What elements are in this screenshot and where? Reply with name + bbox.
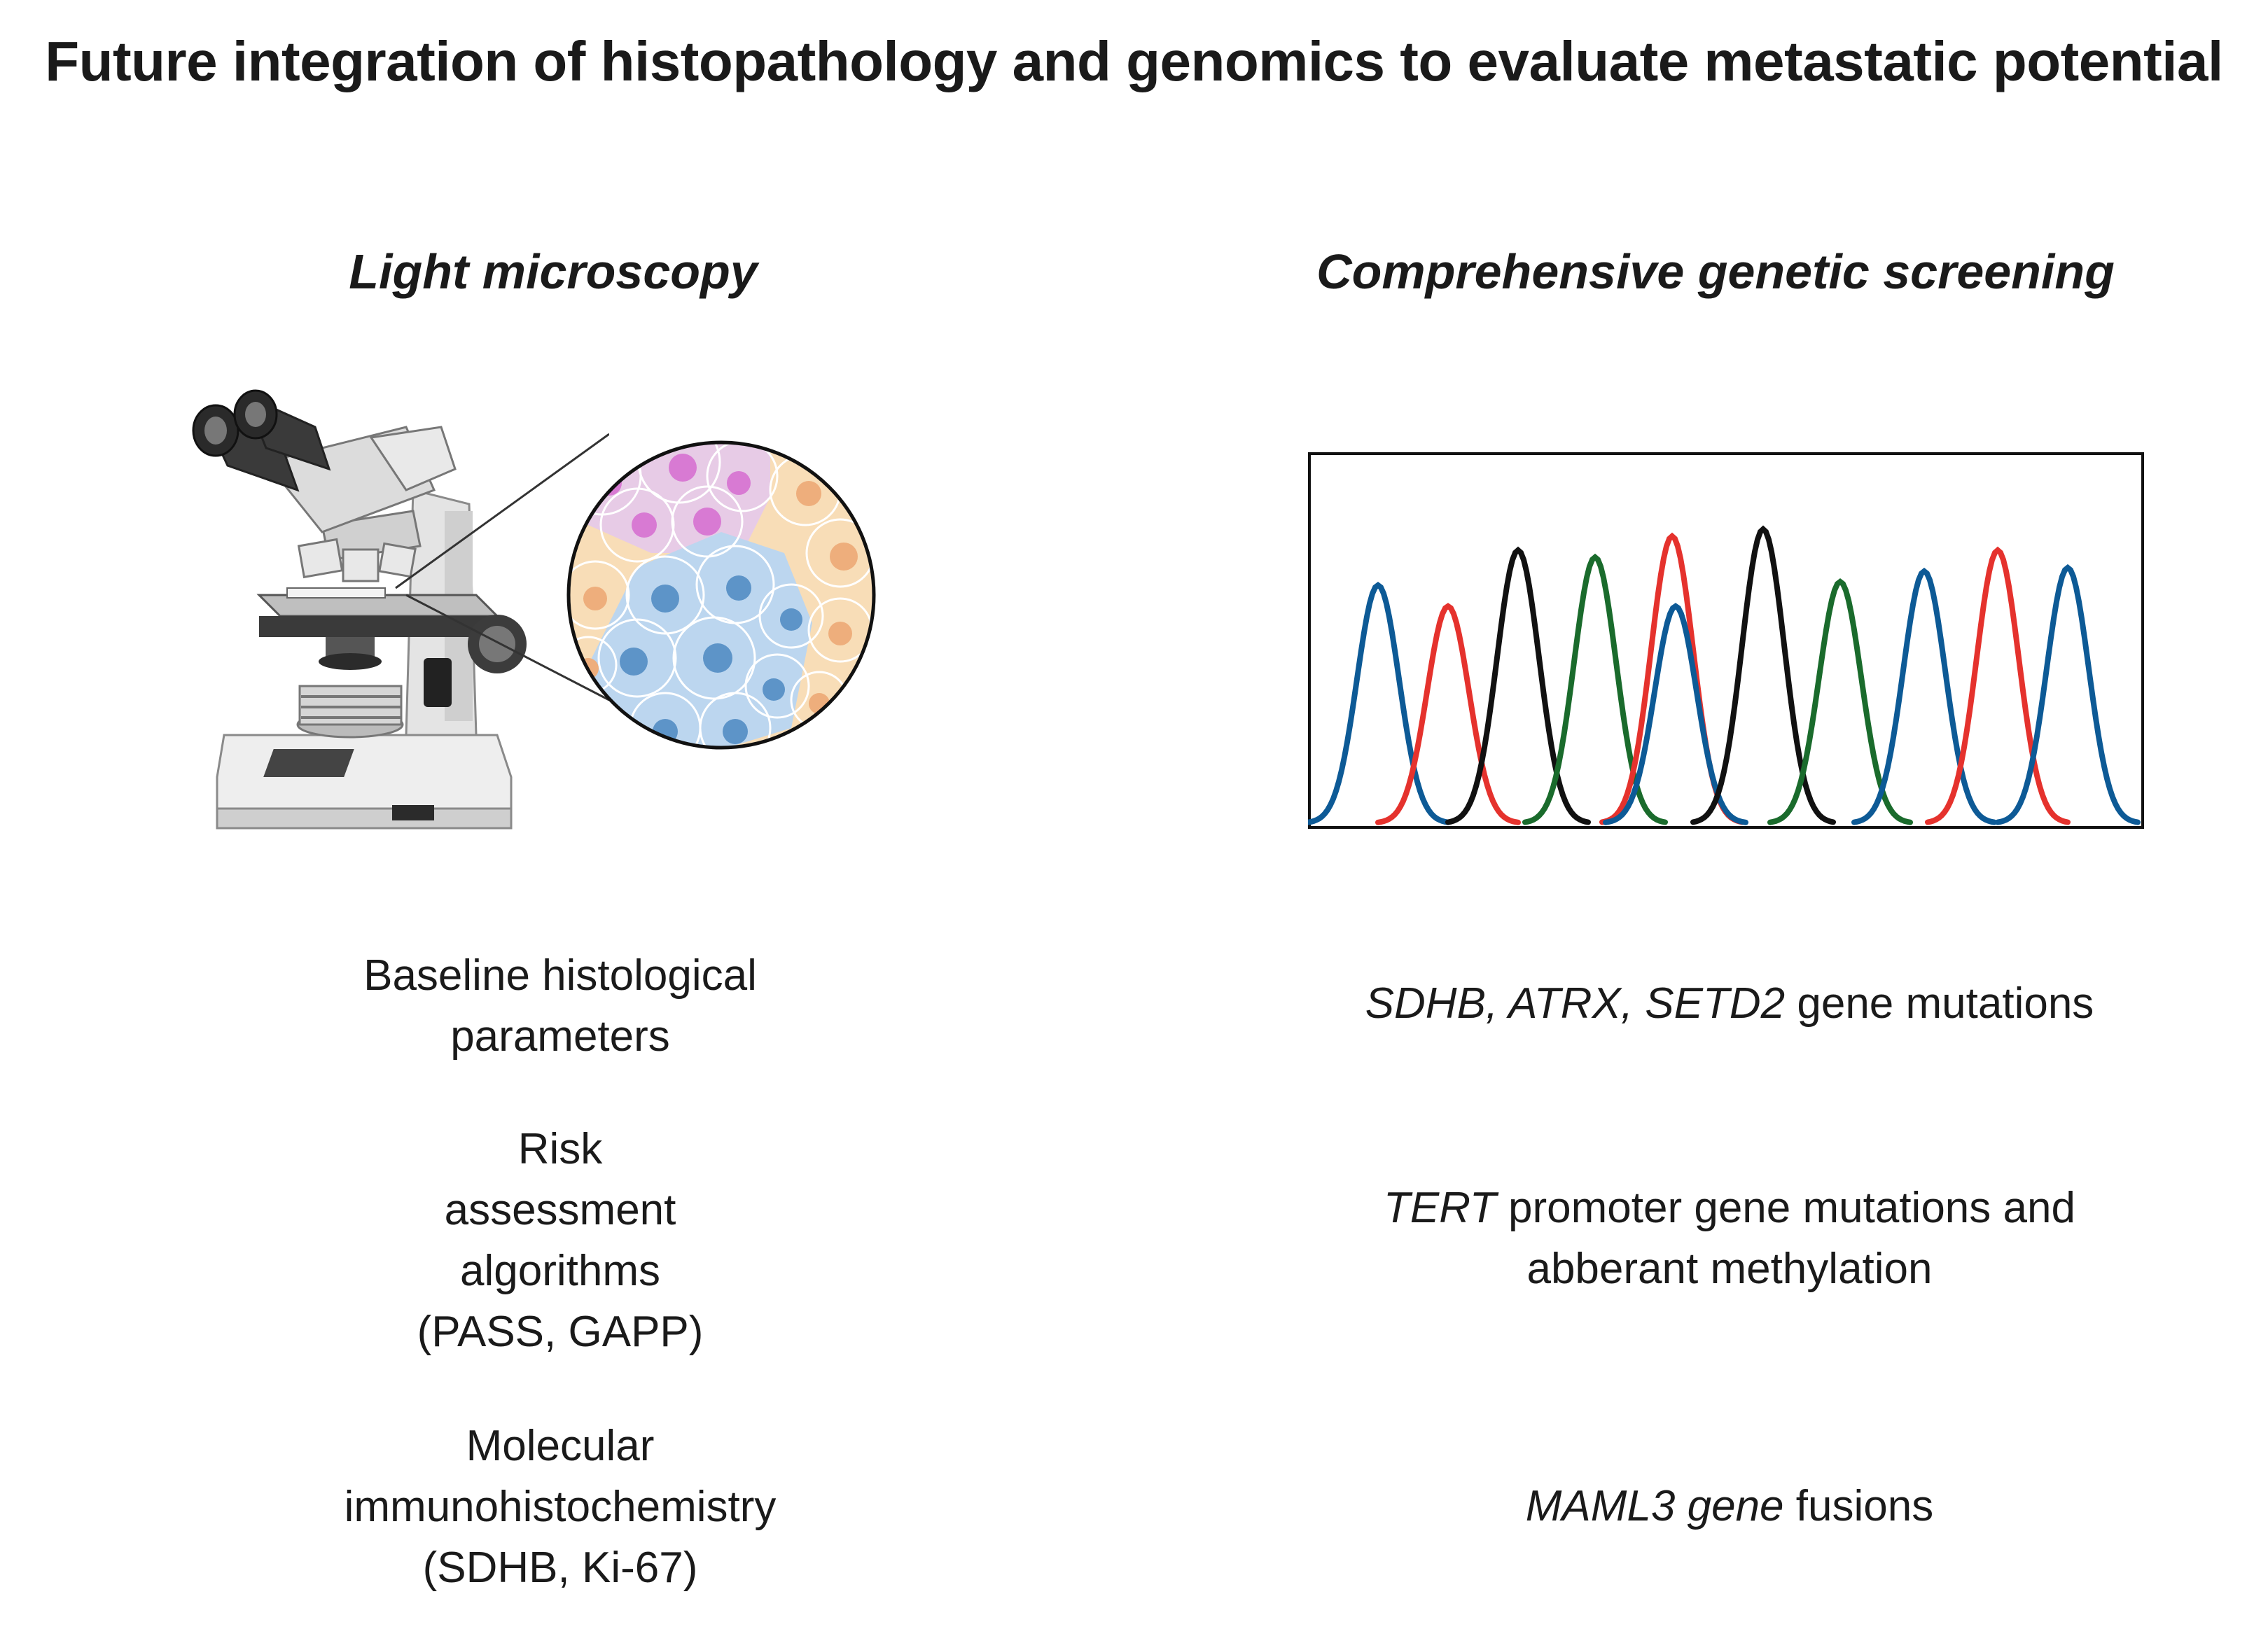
baseline-line-1: Baseline histological <box>363 951 757 1000</box>
chromatogram-peak <box>1690 525 1836 825</box>
microscope-icon <box>192 389 609 830</box>
tissue-magnification-icon <box>566 440 876 750</box>
gene-mutations-text: SDHB, ATRX, SETD2 gene mutations <box>1260 973 2199 1034</box>
gene-names-italic: SDHB, ATRX, SETD2 <box>1365 979 1786 1028</box>
chromatogram-peak <box>1851 567 1997 825</box>
risk-assessment-text: Risk assessment algorithms (PASS, GAPP) <box>280 1119 840 1362</box>
risk-line-3: algorithms <box>460 1247 660 1295</box>
molecular-ihc-text: Molecular immunohistochemistry (SDHB, Ki… <box>245 1415 875 1598</box>
baseline-line-2: parameters <box>450 1012 670 1061</box>
chromatogram-peak <box>1925 546 2071 825</box>
chromatogram-peak <box>1995 564 2141 825</box>
tert-promoter-text: TERT promoter gene mutations and abberan… <box>1260 1177 2199 1299</box>
light-microscopy-heading: Light microscopy <box>349 244 758 299</box>
chromatogram-peak <box>1445 546 1591 825</box>
risk-line-1: Risk <box>517 1125 603 1173</box>
gene-mutations-suffix: gene mutations <box>1785 979 2094 1028</box>
baseline-histological-text: Baseline histological parameters <box>280 945 840 1067</box>
risk-line-2: assessment <box>444 1186 676 1234</box>
chromatogram-peak <box>1308 582 1451 825</box>
chromatogram-peak <box>1522 553 1668 825</box>
tert-suffix: promoter gene mutations and <box>1496 1184 2075 1232</box>
chromatogram-peak <box>1375 603 1521 825</box>
genetic-screening-heading: Comprehensive genetic screening <box>1316 244 2115 299</box>
maml3-fusions-text: MAML3 gene fusions <box>1260 1476 2199 1537</box>
chromatogram-peak <box>1767 578 1913 825</box>
molecular-line-2: immunohistochemistry <box>344 1483 777 1531</box>
dna-chromatogram-icon <box>1308 452 2144 829</box>
tert-gene-italic: TERT <box>1384 1184 1496 1232</box>
maml3-suffix: fusions <box>1783 1482 1934 1530</box>
figure-title: Future integration of histopathology and… <box>45 30 2223 92</box>
chromatogram-peak <box>1603 603 1748 825</box>
molecular-line-1: Molecular <box>466 1422 655 1470</box>
molecular-line-3: (SDHB, Ki-67) <box>422 1544 698 1592</box>
tert-line-2: abberant methylation <box>1526 1245 1933 1293</box>
maml3-gene-italic: MAML3 gene <box>1525 1482 1784 1530</box>
risk-line-4: (PASS, GAPP) <box>417 1308 704 1356</box>
